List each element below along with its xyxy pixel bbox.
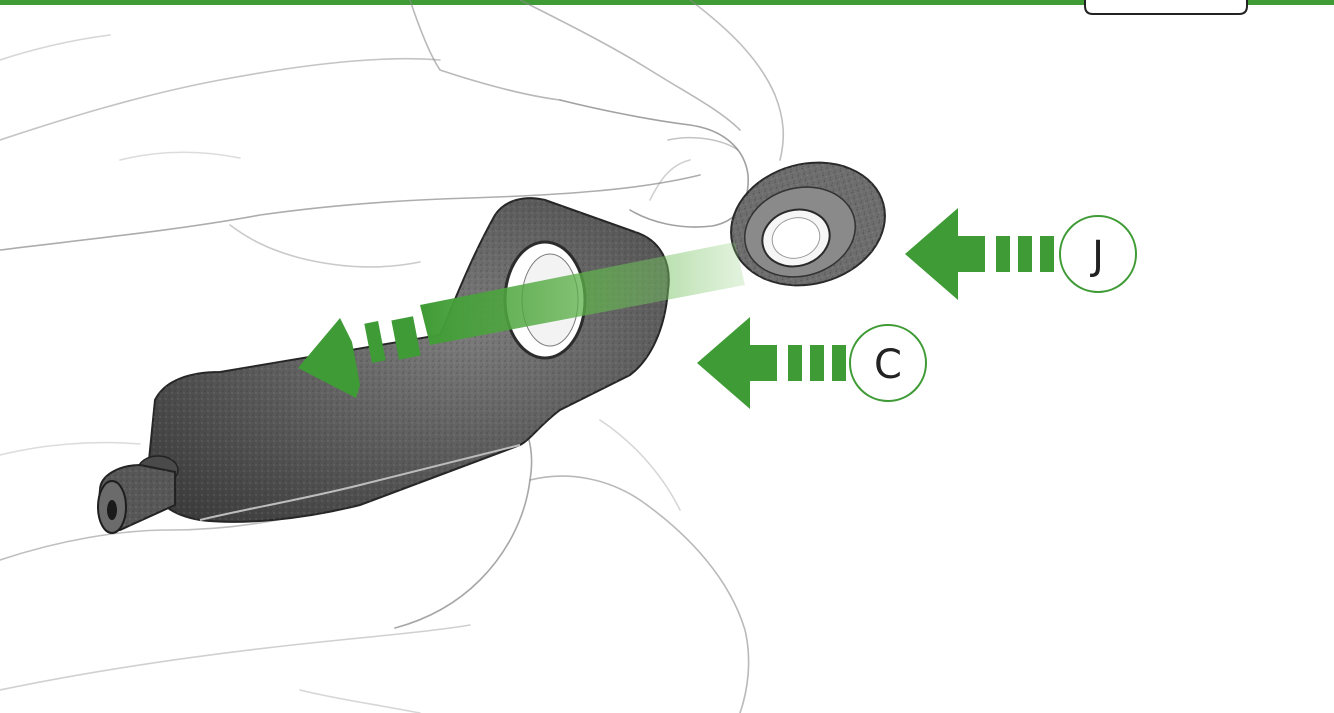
arrow-left-icon — [905, 208, 985, 300]
top-tab — [1085, 0, 1247, 14]
bracket-icon — [98, 198, 669, 533]
arrow-left-icon — [697, 317, 777, 409]
upper-hand-sketch — [0, 0, 783, 267]
washer-icon — [717, 146, 899, 302]
callout-c: C — [697, 317, 926, 409]
callout-c-label: C — [874, 342, 902, 388]
callout-j-label: J — [1089, 233, 1104, 279]
callout-j: J — [905, 208, 1136, 300]
